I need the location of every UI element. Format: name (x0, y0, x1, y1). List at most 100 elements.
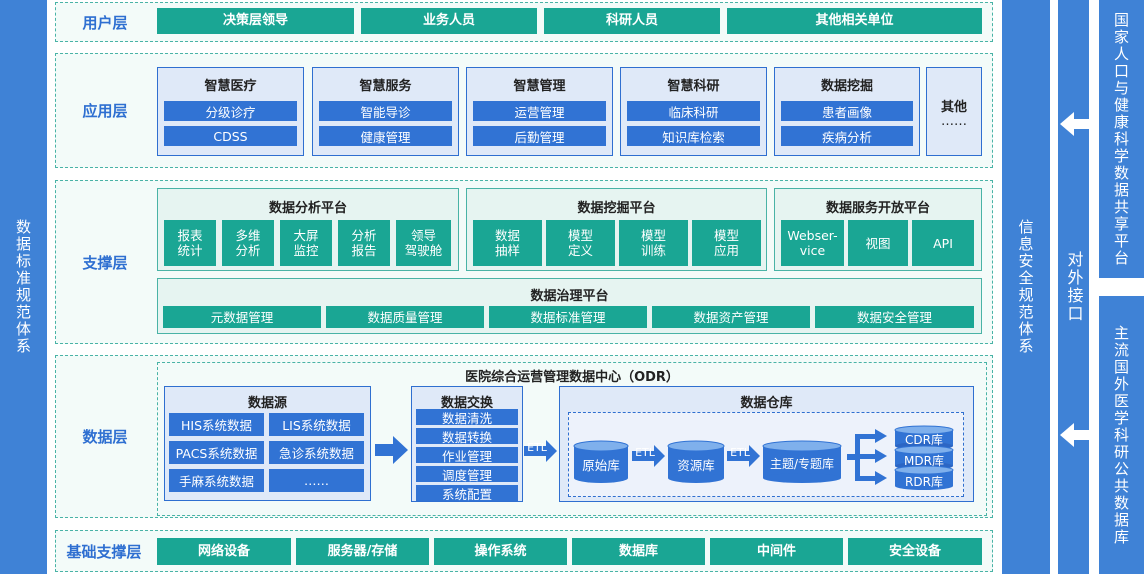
mining-platform-title: 数据挖掘平台 (577, 201, 656, 216)
governance-item: 数据质量管理 (326, 306, 484, 328)
mining-item: 模型训练 (619, 220, 688, 266)
governance-item: 数据资产管理 (652, 306, 810, 328)
analysis-item-line: 驾驶舱 (404, 243, 443, 258)
mining-item-line: 数据 (494, 228, 520, 243)
base-item: 操作系统 (434, 538, 567, 565)
national-platform-bar: 国家人口与健康科学数据共享平台 (1099, 0, 1144, 278)
info-security-bar: 信息安全规范体系 (1002, 0, 1050, 574)
base-item: 中间件 (710, 538, 843, 565)
base-item: 数据库 (572, 538, 705, 565)
arrow-left-icon (1060, 423, 1097, 447)
exchange-item: 数据转换 (416, 428, 518, 445)
data-warehouse-title: 数据仓库 (740, 396, 793, 411)
base-item: 安全设备 (848, 538, 982, 565)
source-item: 手麻系统数据 (169, 469, 264, 492)
data-standard-bar: 数据标准规范体系 (0, 0, 47, 574)
analysis-item-line: 统计 (177, 243, 203, 258)
exchange-item: 系统配置 (416, 485, 518, 502)
analysis-item-line: 报表 (177, 228, 203, 243)
source-item: 急诊系统数据 (269, 441, 364, 464)
service-platform-title: 数据服务开放平台 (825, 201, 930, 216)
app-card: 数据挖掘 患者画像 疾病分析 (774, 67, 920, 156)
mining-item: 数据抽样 (473, 220, 542, 266)
analysis-item-line: 大屏 (293, 228, 319, 243)
analysis-item: 多维分析 (222, 220, 274, 266)
odr-title: 医院综合运营管理数据中心（ODR） (465, 370, 679, 385)
app-card-item: 智能导诊 (319, 101, 452, 121)
mart-label: CDR库 (905, 433, 943, 447)
user-item: 其他相关单位 (727, 8, 982, 34)
service-item-line: vice (799, 243, 826, 258)
analysis-item-line: 监控 (293, 243, 319, 258)
service-item: API (912, 220, 974, 266)
arrow-left-icon (1060, 112, 1097, 136)
app-card: 智慧医疗 分级诊疗 CDSS (157, 67, 304, 156)
app-card-item: CDSS (164, 126, 297, 146)
support-layer-title: 支撑层 (82, 253, 128, 272)
app-card-item: 临床科研 (627, 101, 760, 121)
database-stack-icon (894, 425, 954, 490)
app-card: 智慧服务 智能导诊 健康管理 (312, 67, 459, 156)
user-item: 科研人员 (544, 8, 720, 34)
mining-item: 模型定义 (546, 220, 615, 266)
app-card-item: 知识库检索 (627, 126, 760, 146)
exchange-item: 数据清洗 (416, 409, 518, 426)
base-layer-title: 基础支撑层 (66, 542, 142, 561)
exchange-item: 调度管理 (416, 466, 518, 483)
app-card-item: 分级诊疗 (164, 101, 297, 121)
governance-platform-title: 数据治理平台 (530, 289, 609, 304)
service-item-line: Webser- (787, 228, 838, 243)
app-card-other: 其他 …… (926, 67, 982, 156)
topic-db-label: 主题/专题库 (769, 457, 835, 471)
source-item: HIS系统数据 (169, 413, 264, 436)
user-item: 业务人员 (361, 8, 537, 34)
mining-item-line: 抽样 (494, 243, 520, 258)
etl-arrow (632, 445, 665, 467)
app-card-title: 数据挖掘 (820, 79, 873, 94)
app-card-item: 运营管理 (473, 101, 606, 121)
mart-label: MDR库 (904, 454, 944, 468)
data-layer-title: 数据层 (82, 428, 128, 446)
external-interface-bar: 对外接口 (1058, 0, 1089, 574)
analysis-item: 报表统计 (164, 220, 216, 266)
database-icon (667, 440, 725, 483)
data-exchange: 数据交换 (411, 386, 523, 502)
etl-label: ETL (527, 441, 547, 454)
app-card-title: 智慧服务 (359, 79, 412, 94)
analysis-item-line: 领导 (410, 228, 436, 243)
fork-arrow (847, 429, 887, 485)
app-other-dots: …… (941, 114, 967, 129)
arrow-right-icon (375, 436, 408, 464)
user-item: 决策层领导 (157, 8, 354, 34)
odr-container (157, 362, 987, 516)
analysis-item-line: 报告 (351, 243, 377, 258)
analysis-item: 大屏监控 (280, 220, 332, 266)
mining-item-line: 应用 (713, 243, 739, 258)
app-card-item: 患者画像 (781, 101, 913, 121)
etl-arrow (727, 445, 760, 467)
user-layer-title: 用户层 (82, 13, 128, 32)
service-item: 视图 (848, 220, 908, 266)
app-other-title: 其他 (940, 100, 967, 115)
etl-label: ETL (730, 446, 750, 459)
governance-item: 数据标准管理 (489, 306, 647, 328)
data-exchange-title: 数据交换 (440, 396, 493, 411)
app-card-item: 后勤管理 (473, 126, 606, 146)
app-card-title: 智慧科研 (667, 79, 720, 94)
mining-item-line: 训练 (640, 243, 666, 258)
analysis-item-line: 分析 (235, 243, 261, 258)
app-card: 智慧科研 临床科研 知识库检索 (620, 67, 767, 156)
resource-db-label: 资源库 (677, 458, 715, 473)
database-icon (762, 440, 842, 483)
mining-item: 模型应用 (692, 220, 761, 266)
app-card: 智慧管理 运营管理 后勤管理 (466, 67, 613, 156)
analysis-item: 分析报告 (338, 220, 390, 266)
database-icon (573, 440, 629, 483)
data-source-title: 数据源 (247, 396, 287, 411)
mining-item-line: 模型 (567, 228, 593, 243)
governance-item: 数据安全管理 (815, 306, 974, 328)
exchange-item: 作业管理 (416, 447, 518, 464)
foreign-database-bar: 主流国外医学科研公共数据库 (1099, 296, 1144, 574)
app-card-item: 健康管理 (319, 126, 452, 146)
governance-item: 元数据管理 (163, 306, 321, 328)
